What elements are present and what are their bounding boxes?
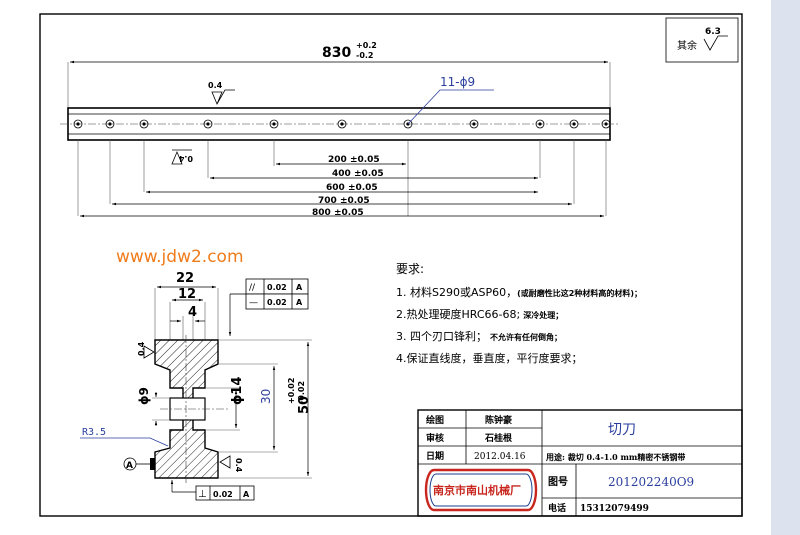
inner-width-dim: 12 [178, 287, 196, 302]
drawing-no-label: 图号 [548, 476, 568, 488]
dim-600-tol: ±0.05 [348, 183, 378, 193]
overall-length-dim: 830 [322, 45, 351, 61]
dim-600: 600 [326, 183, 345, 193]
phone-label: 电话 [548, 502, 566, 514]
svg-text:200 ±0.05: 200 ±0.05 [328, 155, 380, 165]
tf1-datum: A [296, 283, 303, 292]
drawing-no: 201202240O9 [608, 475, 694, 489]
hole-pattern [73, 119, 611, 129]
draw-name: 陈钟豪 [485, 414, 512, 426]
svg-text:600 ±0.05: 600 ±0.05 [326, 183, 378, 193]
check-label: 审核 [426, 432, 444, 444]
finish-bottom-icon [171, 150, 183, 165]
tf3-datum: A [243, 490, 250, 499]
tf1-symbol: // [249, 283, 256, 293]
req-1-main: 1. 材料S290或ASP60， [396, 285, 517, 299]
req-2-note: 深冷处理； [523, 310, 563, 321]
tf2-value: 0.02 [267, 298, 287, 307]
tf1-value: 0.02 [267, 283, 287, 292]
company-logo: 南京市南山机械厂 [424, 468, 538, 512]
engineering-drawing: 其余 6.3 830 +0.2 -0.2 0.4 [39, 13, 743, 517]
page-side-panel [771, 0, 800, 535]
dim-400: 400 [332, 169, 351, 179]
watermark-text: www.jdw2.com [116, 247, 244, 267]
finish-right-icon [219, 455, 231, 469]
req-3-note: 不允许有任何倒角； [490, 332, 562, 343]
req-1-note: (或耐磨性比这2种材料高的材料)； [517, 288, 642, 299]
date-value: 2012.04.16 [474, 452, 526, 462]
overall-tol-upper: +0.2 [356, 41, 377, 50]
roughness-label: 其余 [677, 39, 697, 52]
dim-800: 800 [312, 208, 331, 218]
draw-label: 绘图 [426, 414, 444, 426]
height-tol-upper: +0.02 [287, 378, 296, 404]
finish-bottom-value: 0.4 [178, 154, 193, 163]
svg-text:400 ±0.05: 400 ±0.05 [332, 169, 384, 179]
requirement-1: 1. 材料S290或ASP60，(或耐磨性比这2种材料高的材料)； [396, 285, 642, 299]
dim-400-tol: ±0.05 [354, 169, 384, 179]
tf2-symbol: — [249, 298, 258, 308]
hole-callout: 11-ϕ9 [440, 75, 475, 89]
radius-callout: R3.5 [82, 427, 106, 438]
check-name: 石桂根 [484, 432, 513, 444]
tolerance-frame-straightness: — 0.02 A [245, 293, 309, 310]
roughness-box: 其余 6.3 [665, 17, 739, 63]
tf2-datum: A [296, 298, 303, 307]
req-3-main: 3. 四个刃口锋利； [396, 330, 487, 343]
requirement-4: 4.保证直线度，垂直度，平行度要求； [396, 351, 583, 365]
finish-top-value: 0.4 [208, 81, 223, 90]
requirements-heading: 要求: [396, 262, 424, 276]
inner-height-dim: 30 [259, 389, 273, 404]
bore-dim: ϕ14 [230, 377, 245, 405]
dim-700: 700 [318, 196, 337, 206]
requirement-2: 2.热处理硬度HRC66-68;深冷处理； [396, 307, 563, 321]
height-tol-lower: -0.02 [297, 381, 306, 404]
finish-right-value: 0.4 [234, 458, 243, 473]
part-name: 切刀 [608, 422, 636, 438]
date-label: 日期 [426, 450, 444, 462]
dim-200-tol: ±0.05 [350, 155, 380, 165]
svg-text:800 ±0.05: 800 ±0.05 [312, 208, 364, 218]
requirement-3: 3. 四个刃口锋利；不允许有任何倒角； [396, 330, 562, 343]
width-dim: 22 [176, 271, 194, 286]
finish-left-icon [143, 345, 155, 359]
datum-label: A [126, 461, 133, 471]
roughness-value: 6.3 [705, 27, 721, 37]
svg-text:700 ±0.05: 700 ±0.05 [318, 196, 370, 206]
dim-800-tol: ±0.05 [334, 208, 364, 218]
req-4-main: 4.保证直线度，垂直度，平行度要求； [396, 351, 583, 365]
tf3-value: 0.02 [213, 490, 233, 499]
dim-200: 200 [328, 155, 347, 165]
top-view: 830 +0.2 -0.2 0.4 11-ϕ9 [60, 41, 618, 218]
overall-tol-lower: -0.2 [356, 51, 374, 60]
company-name: 南京市南山机械厂 [433, 483, 521, 497]
finish-top-icon [211, 89, 235, 106]
req-2-main: 2.热处理硬度HRC66-68; [396, 307, 520, 321]
drawing-border [39, 13, 743, 517]
slot-dim: 4 [188, 305, 197, 320]
usage-text: 用途: 裁切 0.4-1.0 mm精密不锈钢带 [545, 452, 685, 462]
roughness-icon [703, 35, 728, 51]
height-dim: 50 [297, 396, 312, 414]
section-view: 22 12 4 ϕ9 ϕ14 30 50 +0.02 [80, 271, 312, 501]
title-block: 绘图 陈钟豪 审核 石桂根 日期 2012.04.16 切刀 用途: 裁切 0.… [417, 409, 743, 517]
finish-left-value: 0.4 [137, 341, 146, 356]
requirements-block: 要求: 1. 材料S290或ASP60，(或耐磨性比这2种材料高的材料)； 2.… [396, 262, 642, 365]
dim-700-tol: ±0.05 [340, 196, 370, 206]
tolerance-frame-parallel: // 0.02 A [245, 278, 309, 295]
hole-dim: ϕ9 [137, 387, 151, 405]
tolerance-frame-perpendicular: ⊥ 0.02 A [195, 485, 255, 501]
phone-value: 15312079499 [580, 504, 649, 514]
tf3-symbol: ⊥ [198, 489, 207, 500]
